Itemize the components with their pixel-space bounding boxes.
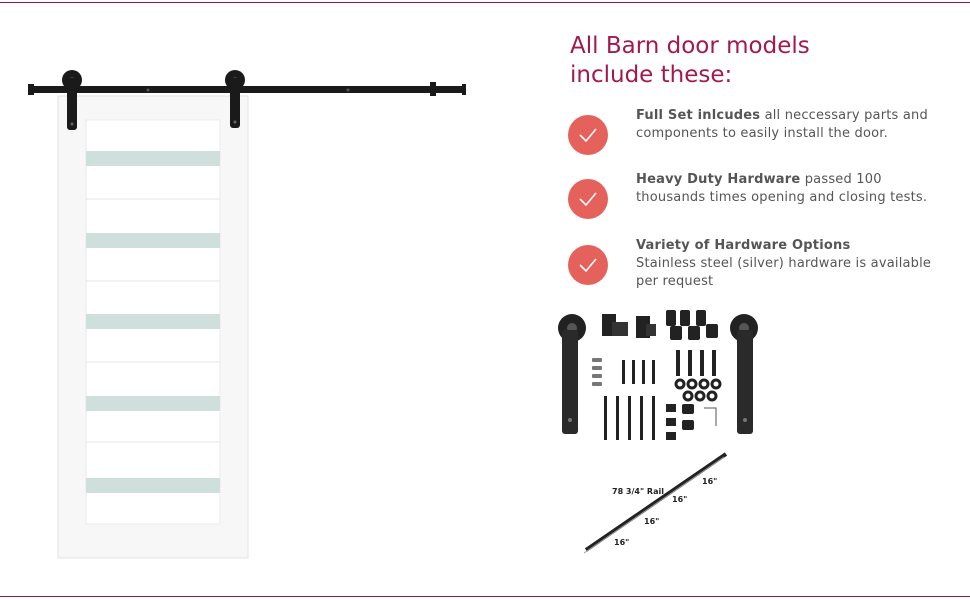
feature-text: Heavy Duty Hardware passed 100 thousands… (636, 171, 936, 207)
heading-line-2: include these: (570, 62, 733, 88)
feature-text: Variety of Hardware Options Stainless st… (636, 237, 936, 291)
hardware-kit-image: 78 3/4" Rail 16" 16" 16" 16" (558, 310, 758, 554)
heading-line-1: All Barn door models (570, 33, 810, 59)
rail-segment-label: 16" (644, 517, 659, 526)
top-divider (0, 2, 970, 3)
feature-title: Heavy Duty Hardware (636, 172, 801, 187)
feature-body: passed 100 thousands times opening and c… (636, 172, 928, 205)
feature-title: Full Set inlcudes (636, 108, 761, 123)
check-icon (568, 179, 608, 219)
feature-title: Variety of Hardware Options (636, 238, 851, 253)
barn-door-image (28, 70, 466, 559)
rail-label: 78 3/4" Rail (612, 487, 664, 496)
rail-segment-label: 16" (702, 477, 717, 486)
feature-text: Full Set inlcudes all neccessary parts a… (636, 107, 936, 143)
feature-body: all neccessary parts and components to e… (636, 108, 928, 141)
page-heading: All Barn door models include these: (570, 32, 950, 90)
rail-segment-label: 16" (672, 495, 687, 504)
bottom-divider (0, 596, 970, 597)
check-icon (568, 245, 608, 285)
check-icon (568, 115, 608, 155)
feature-body: Stainless steel (silver) hardware is ava… (636, 256, 932, 289)
rail-segment-label: 16" (614, 538, 629, 547)
